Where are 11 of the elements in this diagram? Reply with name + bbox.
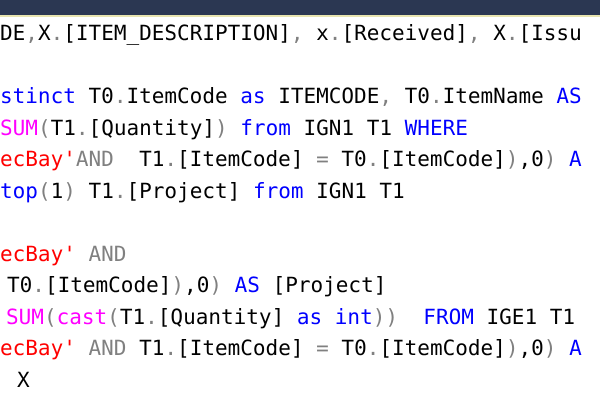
code-line: ecBay'AND T1.[ItemCode] = T0.[ItemCode]),0) A [0,146,582,172]
code-line: SUM(T1.[Quantity]) from IGN1 T1 WHERE [0,114,468,140]
code-line: X [17,366,30,392]
code-line: ecBay' AND T1.[ItemCode] = T0.[ItemCode]),0) A [0,335,582,361]
code-line: DE,X.[ITEM_DESCRIPTION], x.[Received], X.[Issu [0,20,582,46]
code-line: T0.[ItemCode]),0) AS [Project] [7,272,386,298]
code-line: SUM(cast(T1.[Quantity] as int)) FROM IGE1 T1 [6,304,576,330]
code-line: stinct T0.ItemCode as ITEMCODE, T0.ItemName AS [0,83,582,109]
editor-title-bar [0,0,600,17]
code-line: ecBay' AND [0,240,126,266]
code-line: top(1) T1.[Project] from IGN1 T1 [0,178,405,204]
